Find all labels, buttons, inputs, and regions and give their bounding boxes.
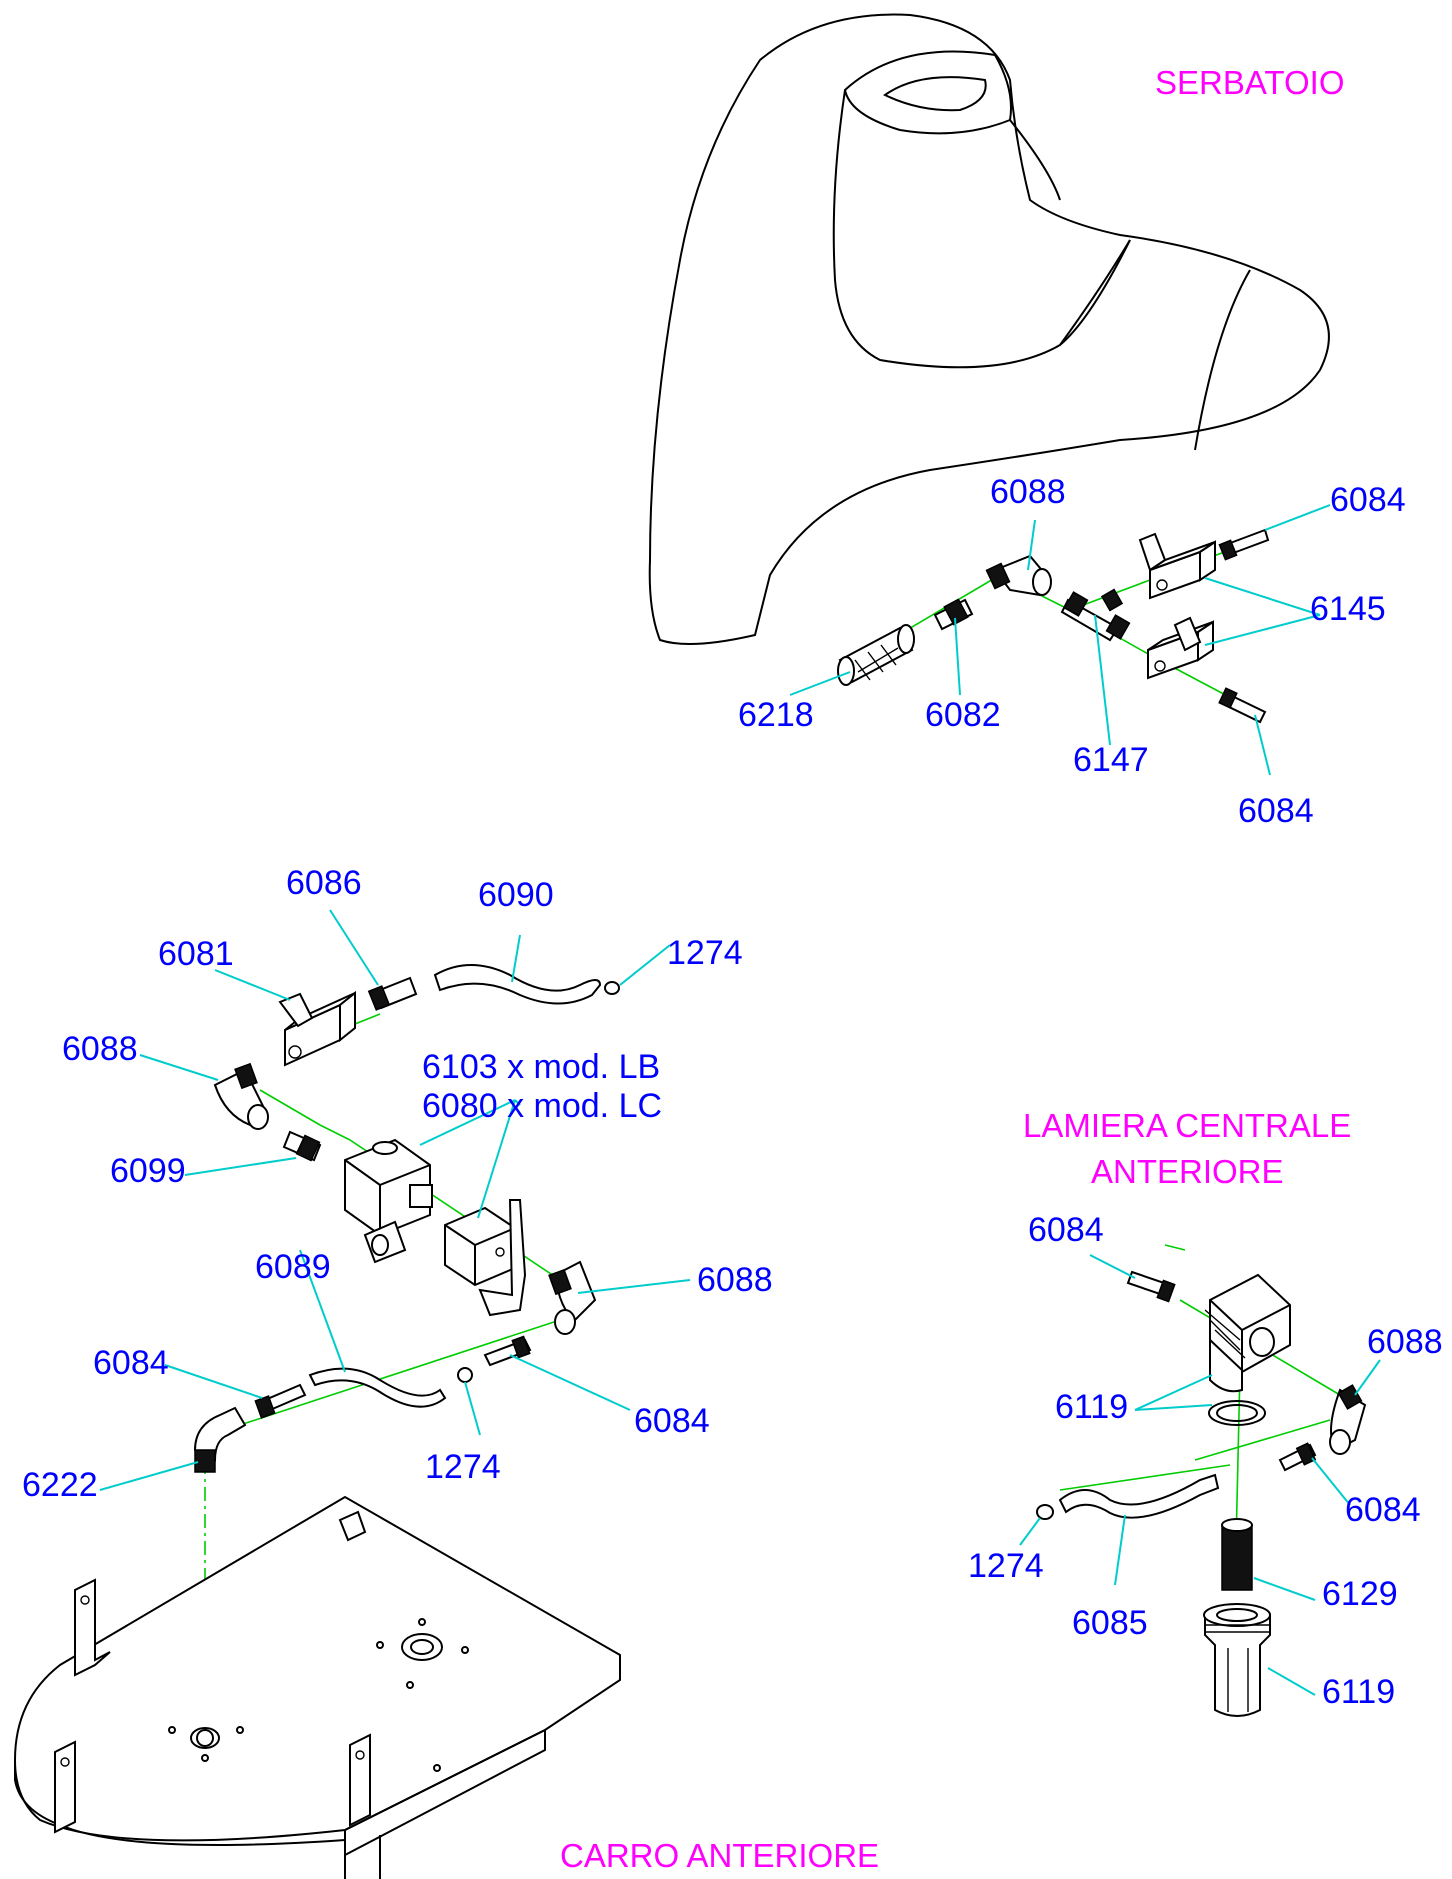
label-6088-tank: 6088 [990,473,1066,511]
label-6084-right-top: 6084 [1028,1211,1104,1249]
tee-body [1204,1273,1291,1393]
label-6088-right: 6088 [1367,1323,1443,1361]
label-6088-mid: 6088 [697,1261,773,1299]
leader-lines [99,504,1381,1696]
tank-drawing [648,13,1330,645]
coil-6103-6080 [444,1199,527,1317]
label-1274-top: 1274 [667,934,743,972]
section-title-carro: CARRO ANTERIORE [560,1837,879,1874]
label-6147: 6147 [1073,741,1149,779]
fitting-6119 [1203,1603,1271,1717]
label-6119-bottom: 6119 [1322,1673,1395,1711]
label-6099: 6099 [110,1152,186,1190]
tank-fittings [837,528,1270,724]
label-6218: 6218 [738,696,814,734]
label-6103: 6103 x mod. LB [422,1048,660,1086]
section-title-lamiera-line1: LAMIERA CENTRALE [1023,1107,1351,1144]
label-6081: 6081 [158,935,234,973]
valve-6081 [278,990,356,1067]
label-6086: 6086 [286,864,362,902]
label-1274-right: 1274 [968,1547,1044,1585]
filter-6218 [837,624,915,686]
valve-6145-bottom [1147,616,1214,680]
label-1274-mid: 1274 [425,1448,501,1486]
label-6084-top: 6084 [1330,481,1406,519]
label-6084-tank-bottom: 6084 [1238,792,1314,830]
front-carriage-plate [13,1495,621,1879]
label-6084-right-bottom: 6084 [1345,1491,1421,1529]
label-6084-left: 6084 [93,1344,169,1382]
label-6090: 6090 [478,876,554,914]
label-6119-top: 6119 [1055,1388,1128,1426]
solenoid-valve [344,1138,433,1264]
label-6089: 6089 [255,1248,331,1286]
section-title-lamiera-line2: ANTERIORE [1091,1153,1284,1190]
label-6129: 6129 [1322,1575,1398,1613]
label-6084-mid: 6084 [634,1402,710,1440]
valve-6145-top [1138,532,1216,600]
label-6222: 6222 [22,1466,98,1504]
right-assembly [1036,1244,1367,1717]
label-6088-left: 6088 [62,1030,138,1068]
label-6080: 6080 x mod. LC [422,1087,662,1125]
label-6145: 6145 [1310,590,1386,628]
label-6082: 6082 [925,696,1001,734]
filter-6129 [1221,1518,1253,1591]
section-title-serbatoio: SERBATOIO [1155,64,1345,101]
label-6085: 6085 [1072,1604,1148,1642]
